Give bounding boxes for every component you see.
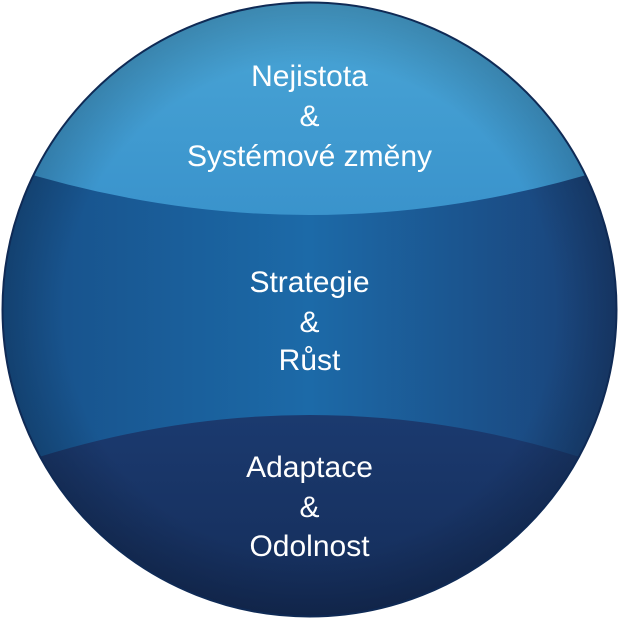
segment-label-line: Strategie <box>249 266 369 299</box>
segment-label-line: & <box>299 306 319 339</box>
segment-label-line: Růst <box>279 344 341 377</box>
segment-label-line: Nejistota <box>251 60 368 93</box>
segment-label-line: Adaptace <box>246 451 373 484</box>
segment-adaptace-label: Adaptace & Odolnost <box>246 451 373 563</box>
segment-label-line: Odolnost <box>249 530 370 563</box>
segment-strategie-label: Strategie & Růst <box>249 266 369 377</box>
segment-label-line: & <box>299 100 319 133</box>
segment-label-line: Systémové změny <box>187 140 432 173</box>
segment-nejistota-label: Nejistota & Systémové změny <box>187 60 432 173</box>
segment-label-line: & <box>299 491 319 524</box>
